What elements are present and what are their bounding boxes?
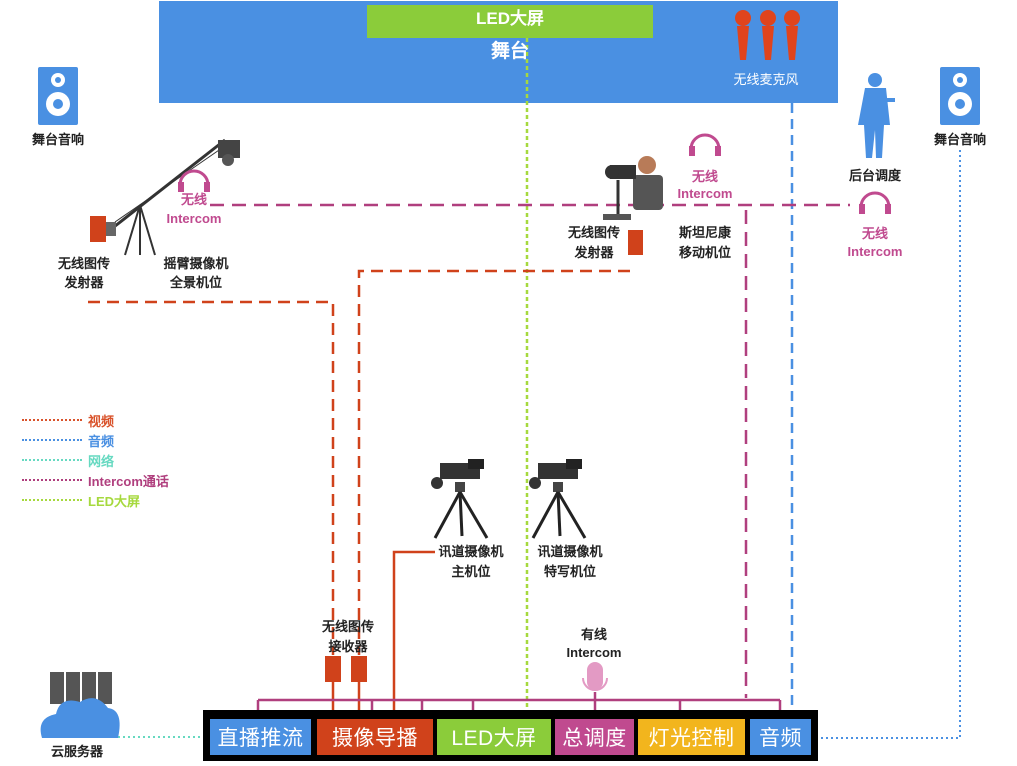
steadicam-transmitter-label-2: 发射器: [574, 245, 614, 260]
tripod-main-label-1: 讯道摄像机: [438, 544, 504, 559]
steadicam-intercom-label-1: 无线: [691, 169, 718, 184]
jib-intercom-label-2: Intercom: [166, 211, 222, 226]
stage-label: 舞台: [490, 41, 529, 62]
control-audio-button[interactable]: 音频: [750, 719, 811, 755]
cloud-server-label: 云服务器: [50, 744, 103, 759]
jib-transmitter: [90, 216, 106, 242]
headset-icon-steadicam: [689, 133, 721, 156]
legend-line: [22, 459, 82, 461]
wired-intercom-label-1: 有线: [580, 627, 607, 642]
legend-item: 网络: [22, 450, 169, 470]
legend-item: Intercom通话: [22, 470, 169, 490]
legend-item: 视频: [22, 410, 169, 430]
legend-line: [22, 499, 82, 501]
jib-intercom-label-1: 无线: [180, 192, 207, 207]
legend-label: 视频: [88, 413, 115, 429]
backstage-intercom-label-1: 无线: [861, 226, 888, 241]
backstage-intercom-label-2: Intercom: [847, 244, 903, 259]
tripod-main-label-2: 主机位: [451, 564, 491, 579]
wired-intercom-mic-icon: [582, 662, 608, 691]
jib-transmitter-label-1: 无线图传: [57, 256, 110, 271]
audio-line-speaker: [815, 150, 961, 739]
tripod-camera-main-icon: [431, 459, 489, 539]
legend-item: LED大屏: [22, 490, 169, 510]
cloud-server-icon: [40, 672, 120, 738]
steadicam-transmitter-label-1: 无线图传: [567, 225, 620, 240]
jib-camera-label-1: 摇臂摄像机: [163, 256, 229, 271]
legend-label: 音频: [88, 433, 115, 449]
mic-label: 无线麦克风: [733, 72, 799, 87]
receiver-unit-1: [325, 656, 341, 682]
legend-label: Intercom通话: [88, 473, 169, 489]
speaker-right-label: 舞台音响: [933, 132, 986, 147]
video-line-jib: [88, 300, 335, 655]
led-screen-label: LED大屏: [476, 9, 544, 28]
video-line-steadicam: [357, 269, 630, 655]
legend-line: [22, 479, 82, 481]
headset-icon-backstage: [859, 191, 891, 214]
jib-camera-icon: [106, 138, 240, 256]
led-screen: [367, 5, 653, 38]
tripod-close-label-1: 讯道摄像机: [537, 544, 603, 559]
wired-intercom-label-2: Intercom: [566, 645, 622, 660]
tripod-close-label-2: 特写机位: [543, 564, 596, 579]
tripod-camera-close-icon: [529, 459, 587, 539]
steadicam-intercom-label-2: Intercom: [677, 186, 733, 201]
legend-label: LED大屏: [88, 493, 141, 509]
video-line-main-cam: [392, 550, 435, 722]
steadicam-operator-icon: [603, 156, 663, 220]
jib-transmitter-label-2: 发射器: [64, 275, 104, 290]
speaker-left-icon: [38, 67, 78, 125]
legend-item: 音频: [22, 430, 169, 450]
receiver-label-2: 接收器: [328, 639, 368, 654]
steadicam-camera-label-2: 移动机位: [678, 245, 731, 260]
control-live-stream-button[interactable]: 直播推流: [210, 719, 311, 755]
control-dispatch-button[interactable]: 总调度: [555, 719, 634, 755]
control-lighting-button[interactable]: 灯光控制: [638, 719, 745, 755]
backstage-person-icon: [858, 73, 895, 158]
headset-icon-jib: [178, 169, 210, 192]
legend-line: [22, 419, 82, 421]
legend-label: 网络: [88, 453, 115, 469]
receiver-label-1: 无线图传: [321, 619, 374, 634]
legend-line: [22, 439, 82, 441]
steadicam-camera-label-1: 斯坦尼康: [678, 225, 731, 240]
receiver-unit-2: [351, 656, 367, 682]
control-camera-director-button[interactable]: 摄像导播: [317, 719, 433, 755]
legend: 视频 音频 网络 Intercom通话 LED大屏: [22, 410, 169, 510]
jib-camera-label-2: 全景机位: [169, 275, 222, 290]
wireless-mic-icon: [735, 10, 800, 60]
speaker-right-icon: [940, 67, 980, 125]
control-led-screen-button[interactable]: LED大屏: [437, 719, 551, 755]
backstage-label: 后台调度: [848, 168, 901, 183]
speaker-left-label: 舞台音响: [31, 132, 84, 147]
steadicam-transmitter: [628, 230, 643, 255]
